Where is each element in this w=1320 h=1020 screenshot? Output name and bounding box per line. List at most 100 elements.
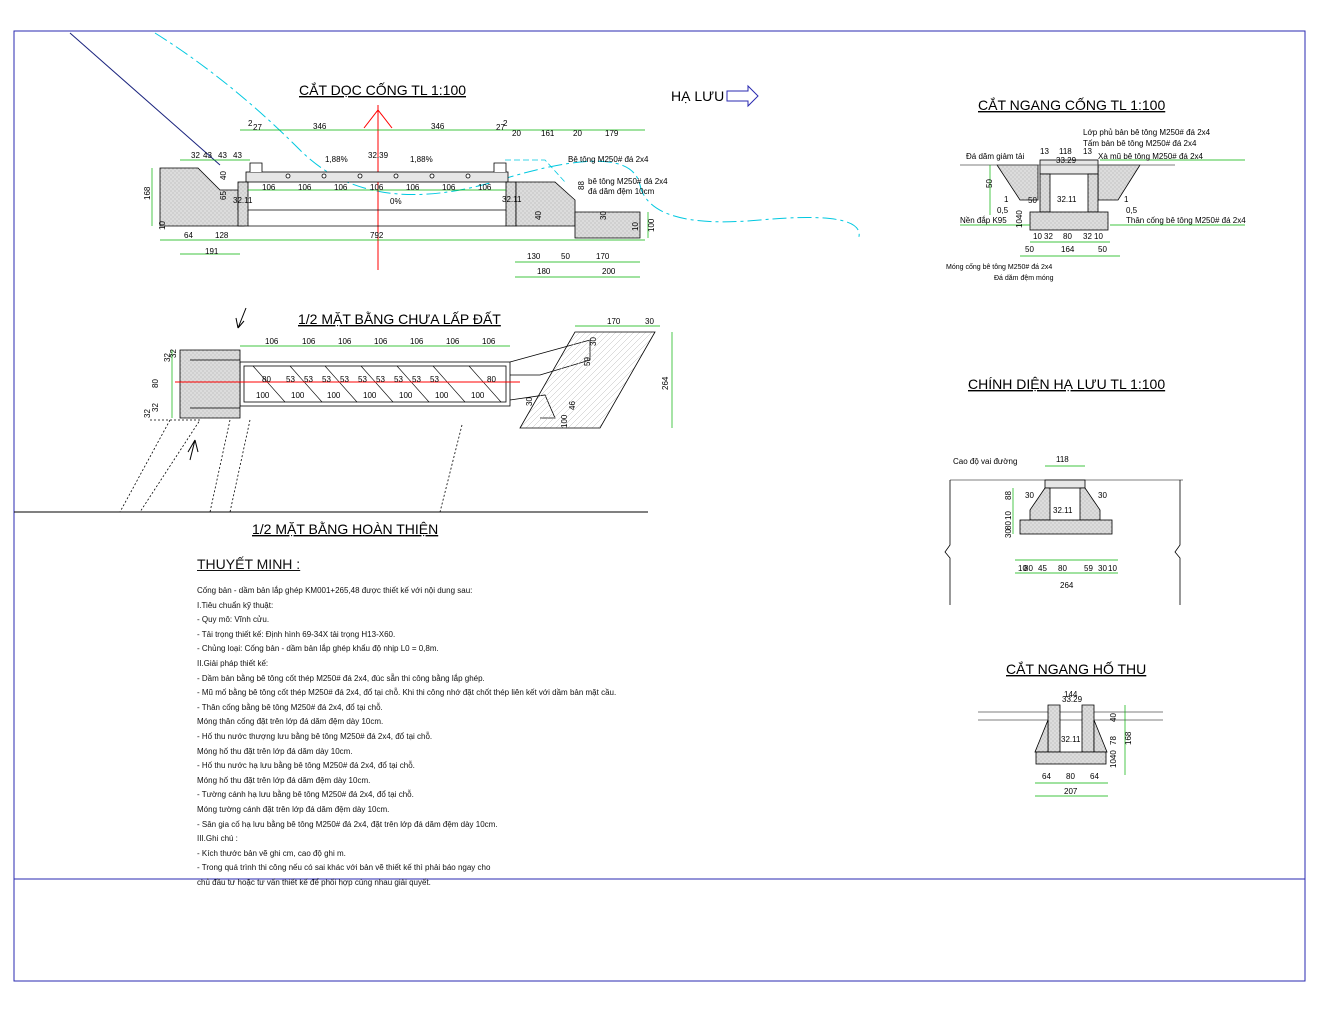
dim-text: 106	[406, 183, 420, 192]
dim-text: 53	[322, 375, 331, 384]
dim-text: 106	[370, 183, 384, 192]
title-downstream-elevation: CHÍNH DIỆN HẠ LƯU TL 1:100	[968, 376, 1165, 392]
dim-text: 100	[256, 391, 270, 400]
dim-text: 130	[527, 252, 541, 261]
dim-text: 50	[1025, 245, 1034, 254]
dim-text: 53	[304, 375, 313, 384]
downstream-dimension-lines	[1012, 465, 1118, 574]
dim-text: 264	[661, 376, 670, 390]
design-notes: THUYẾT MINH : Cống bản - dầm bản lắp ghé…	[197, 556, 717, 890]
dim-text: 64	[184, 231, 193, 240]
dim-text: 30	[645, 317, 654, 326]
dim-text: 30	[525, 397, 534, 406]
note-line: - Hố thu nước thượng lưu bằng bê tông M2…	[197, 731, 433, 741]
note-line: - Dầm bản bằng bê tông cốt thép M250# đá…	[197, 673, 485, 683]
dim-text: 170	[607, 317, 621, 326]
dim-text: 118	[1059, 147, 1072, 156]
dim-text: 792	[370, 231, 384, 240]
dim-text: 43	[203, 151, 212, 160]
dim-text: 32	[191, 151, 200, 160]
layer-label: Nền đắp K95	[960, 216, 1007, 225]
layer-label: Móng cống bê tông M250# đá 2x4	[946, 262, 1052, 271]
long-section-dimensions: 2 27 346 346 27 2 20 161 20 179 32 43 43…	[143, 119, 668, 276]
dim-text: 59	[1084, 564, 1093, 573]
dim-text: 128	[215, 231, 229, 240]
dim-text: 106	[446, 337, 460, 346]
dim-text: 106	[374, 337, 388, 346]
dim-text: 100	[560, 414, 569, 428]
dim-text: 78	[1109, 736, 1118, 745]
dim-text: 32	[169, 349, 178, 358]
dim-text: 100	[399, 391, 413, 400]
dim-text: 32	[1044, 232, 1053, 241]
dim-text: 1	[1124, 195, 1129, 204]
sump-labels: 33.29 32.11 144 40 78 168 1040 64 80 64 …	[1042, 690, 1133, 796]
half-plan-structure	[119, 331, 656, 513]
dim-text: 45	[1038, 564, 1047, 573]
dim-text: 30	[1004, 529, 1013, 538]
dim-text: 106	[478, 183, 492, 192]
layer-label: Đá dăm đệm móng	[994, 275, 1054, 282]
dim-text: 50	[1098, 245, 1107, 254]
dim-text: 80	[1058, 564, 1067, 573]
dim-text: 53	[376, 375, 385, 384]
notes-heading: THUYẾT MINH :	[197, 556, 301, 572]
dim-text: 0,5	[997, 206, 1009, 215]
dim-text: 100	[471, 391, 485, 400]
dim-text: 32	[143, 409, 152, 418]
sump-top-elevation-label: 33.29	[1062, 695, 1083, 704]
dim-text: 65	[219, 191, 228, 200]
dim-text: 50	[1028, 196, 1037, 205]
dim-text: 2	[248, 119, 253, 128]
dim-text: 170	[596, 252, 610, 261]
dim-text: 106	[302, 337, 316, 346]
dim-text: 10	[1033, 232, 1042, 241]
inflow-direction-arrow-icon	[187, 439, 199, 461]
dim-text: 168	[143, 186, 152, 200]
dim-text: 100	[363, 391, 377, 400]
note-line: - Thân cống bằng bê tông M250# đá 2x4, đ…	[197, 702, 383, 712]
dim-text: 10	[631, 222, 640, 231]
dim-text: 106	[442, 183, 456, 192]
dim-text: 13	[1040, 147, 1049, 156]
dim-text: 53	[286, 375, 295, 384]
note-line: II.Giải pháp thiết kế:	[197, 658, 269, 668]
dim-text: 100	[291, 391, 305, 400]
note-line: - Trong quá trình thi công nếu có sai kh…	[197, 863, 491, 873]
dim-text: 180	[537, 267, 551, 276]
sheet-frame	[13, 30, 1306, 982]
slope-line	[69, 32, 221, 166]
dim-text: 10	[1018, 564, 1027, 573]
inflow-arrow-icon	[235, 307, 247, 329]
outlet-elevation-label: 32.11	[502, 195, 522, 204]
cross-section-dimension-lines	[960, 159, 1245, 257]
dim-text: 53	[430, 375, 439, 384]
note-line: - Kích thước bản vẽ ghi cm, cao độ ghi m…	[197, 848, 346, 858]
half-plan-dimensions: 106 106 106 106 106 106 106 80 53 53 53 …	[143, 317, 670, 428]
dim-text: 264	[1060, 581, 1074, 590]
dim-text: 80	[487, 375, 496, 384]
dim-text: 80	[1004, 521, 1013, 530]
dim-text: 80	[1066, 772, 1075, 781]
dim-text: 100	[435, 391, 449, 400]
layer-label: Tấm bản bê tông M250# đá 2x4	[1083, 139, 1197, 148]
dim-text: 43	[233, 151, 242, 160]
dim-text: 1040	[1109, 750, 1118, 768]
wing-label-1: bê tông M250# đá 2x4	[588, 177, 668, 186]
dim-text: 191	[205, 247, 219, 256]
dim-text: 30	[589, 337, 598, 346]
dim-text: 118	[1056, 455, 1069, 464]
dim-text: 106	[338, 337, 352, 346]
dim-text: 32	[151, 403, 160, 412]
crest-elevation-label: 32.39	[368, 151, 389, 160]
dim-text: 10	[1094, 232, 1103, 241]
note-line: - Mũ mố bằng bê tông cốt thép M250# đá 2…	[197, 688, 617, 698]
wing-label-2: đá dăm đệm 10cm	[588, 187, 655, 196]
note-line: Móng thân cống đặt trên lớp đá dăm đệm d…	[197, 717, 384, 727]
dim-text: 40	[219, 171, 228, 180]
dim-text: 10	[1108, 564, 1117, 573]
flow-direction: HẠ LƯU	[671, 84, 759, 108]
dim-text: 20	[512, 129, 521, 138]
dim-text: 0,5	[1126, 206, 1138, 215]
dim-text: 30	[1098, 491, 1107, 500]
